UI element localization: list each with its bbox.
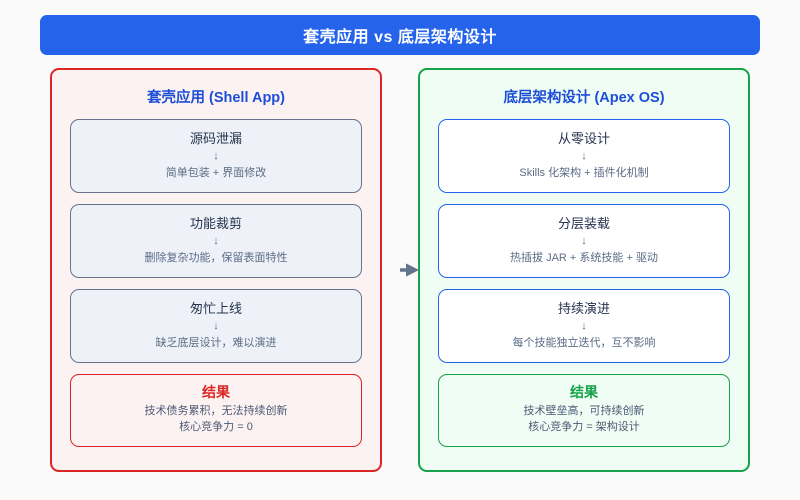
step-card-title: 分层装载 <box>557 216 610 232</box>
column-header-shell-app: 套壳应用 (Shell App) <box>146 90 285 106</box>
down-arrow-icon: ↓ <box>581 320 587 333</box>
result-line: 核心竞争力 = 架构设计 <box>528 420 640 433</box>
result-title: 结果 <box>202 384 230 401</box>
down-arrow-icon: ↓ <box>213 320 219 333</box>
page-title: 套壳应用 vs 底层架构设计 <box>303 29 497 46</box>
result-card-apex-os: 结果 技术壁垒高，可持续创新 核心竞争力 = 架构设计 <box>438 374 730 447</box>
result-line: 技术债务累积，无法持续创新 <box>144 405 288 418</box>
down-arrow-icon: ↓ <box>213 235 219 248</box>
step-card-subtitle: Skills 化架构 + 插件化机制 <box>519 166 649 179</box>
step-card: 匆忙上线 ↓ 缺乏底层设计，难以演进 <box>70 289 362 364</box>
step-card-subtitle: 缺乏底层设计，难以演进 <box>155 336 277 349</box>
right-triangle-arrow-icon <box>400 263 419 277</box>
step-card-subtitle: 热插拔 JAR + 系统技能 + 驱动 <box>510 251 658 264</box>
step-card-subtitle: 简单包装 + 界面修改 <box>165 166 267 179</box>
column-shell-app: 套壳应用 (Shell App) 源码泄漏 ↓ 简单包装 + 界面修改 功能裁剪… <box>50 68 382 472</box>
down-arrow-icon: ↓ <box>581 235 587 248</box>
result-line: 技术壁垒高，可持续创新 <box>523 405 645 418</box>
down-arrow-icon: ↓ <box>213 150 219 163</box>
step-card: 源码泄漏 ↓ 简单包装 + 界面修改 <box>70 119 362 194</box>
step-card-subtitle: 删除复杂功能，保留表面特性 <box>144 251 288 264</box>
result-line: 核心竞争力 = 0 <box>179 420 253 433</box>
result-title: 结果 <box>570 384 598 401</box>
step-card: 分层装载 ↓ 热插拔 JAR + 系统技能 + 驱动 <box>438 204 730 279</box>
down-arrow-icon: ↓ <box>581 150 587 163</box>
step-card-title: 匆忙上线 <box>189 301 242 317</box>
step-card-subtitle: 每个技能独立迭代，互不影响 <box>512 336 656 349</box>
step-card: 从零设计 ↓ Skills 化架构 + 插件化机制 <box>438 119 730 194</box>
step-card-title: 功能裁剪 <box>189 216 242 232</box>
step-card-title: 持续演进 <box>557 301 610 317</box>
result-card-shell-app: 结果 技术债务累积，无法持续创新 核心竞争力 = 0 <box>70 374 362 447</box>
step-card: 持续演进 ↓ 每个技能独立迭代，互不影响 <box>438 289 730 364</box>
column-apex-os: 底层架构设计 (Apex OS) 从零设计 ↓ Skills 化架构 + 插件化… <box>418 68 750 472</box>
diagram-title-bar: 套壳应用 vs 底层架构设计 <box>40 15 760 55</box>
step-card: 功能裁剪 ↓ 删除复杂功能，保留表面特性 <box>70 204 362 279</box>
step-card-title: 源码泄漏 <box>189 131 242 146</box>
step-card-title: 从零设计 <box>557 131 610 146</box>
column-header-apex-os: 底层架构设计 (Apex OS) <box>503 90 665 106</box>
